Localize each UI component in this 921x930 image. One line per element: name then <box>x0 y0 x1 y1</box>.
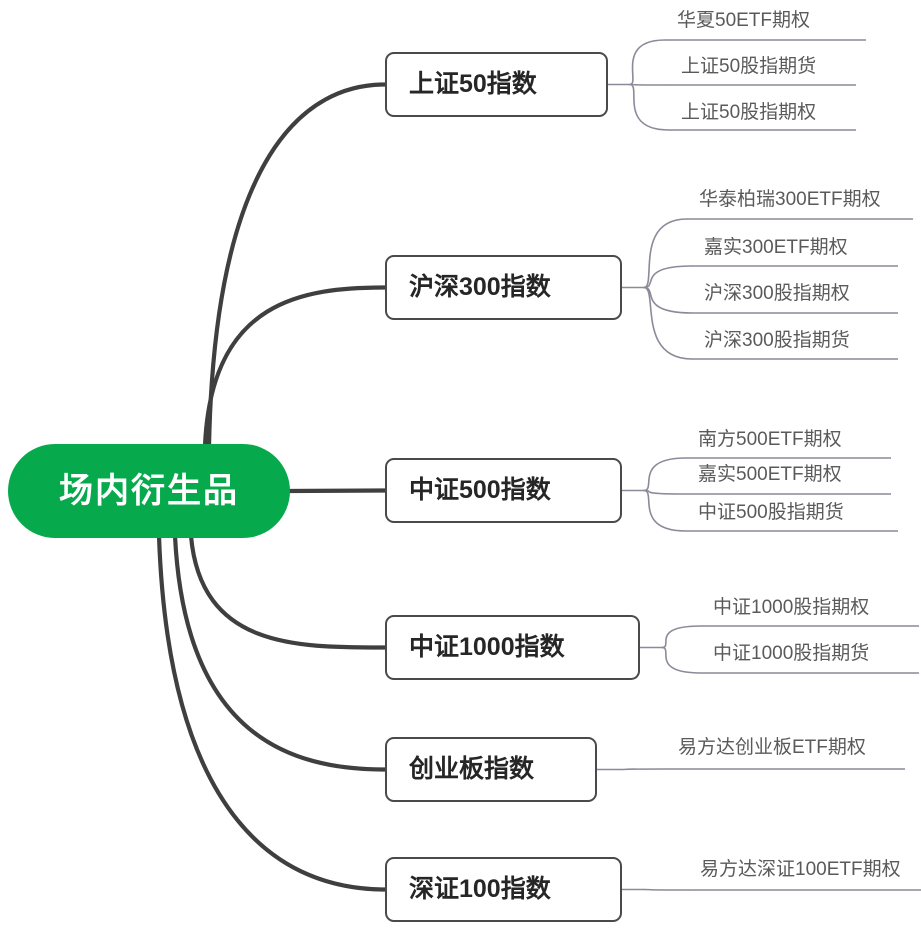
leaf-connector <box>661 625 702 649</box>
leaf-connector <box>629 39 666 86</box>
leaf-node-label[interactable]: 嘉实300ETF期权 <box>704 237 848 258</box>
root-node-label: 场内衍生品 <box>59 472 239 510</box>
leaf-connector <box>618 768 667 771</box>
leaf-node-label[interactable]: 上证50股指期权 <box>681 102 817 123</box>
branch-node-label: 中证1000指数 <box>409 633 565 661</box>
leaf-node-label[interactable]: 华泰柏瑞300ETF期权 <box>699 189 881 210</box>
leaf-connector <box>643 265 693 289</box>
leaf-connector <box>643 286 693 360</box>
leaf-node-label[interactable]: 中证1000股指期权 <box>713 597 870 618</box>
leaf-connector <box>643 888 689 891</box>
leaf-node-label[interactable]: 中证500股指期货 <box>698 502 844 523</box>
root-branch-connector <box>202 285 388 449</box>
branch-node-label: 创业板指数 <box>409 755 535 783</box>
leaf-node-label[interactable]: 中证1000股指期货 <box>713 643 870 664</box>
branch-node-1[interactable]: 上证50指数 <box>385 52 608 117</box>
leaf-connector <box>643 489 687 532</box>
leaf-node-label[interactable]: 沪深300股指期货 <box>704 330 850 351</box>
leaf-connector <box>629 83 670 131</box>
leaf-node-label[interactable]: 沪深300股指期权 <box>704 283 850 304</box>
leaf-node-label[interactable]: 嘉实500ETF期权 <box>698 464 842 485</box>
branch-node-5[interactable]: 创业板指数 <box>385 737 597 802</box>
root-branch-connector <box>156 533 388 892</box>
leaf-node-label[interactable]: 易方达深证100ETF期权 <box>700 859 901 880</box>
root-branch-connector <box>285 488 388 494</box>
leaf-connector <box>643 489 687 495</box>
branch-node-2[interactable]: 沪深300指数 <box>385 255 622 320</box>
branch-node-6[interactable]: 深证100指数 <box>385 857 622 922</box>
leaf-node-label[interactable]: 易方达创业板ETF期权 <box>678 737 866 758</box>
leaf-node-label[interactable]: 南方500ETF期权 <box>698 429 842 450</box>
root-branch-connector <box>172 533 388 772</box>
root-branch-connector <box>188 533 388 650</box>
branch-node-label: 上证50指数 <box>409 70 537 98</box>
root-node[interactable]: 场内衍生品 <box>8 444 290 538</box>
branch-node-4[interactable]: 中证1000指数 <box>385 615 640 680</box>
leaf-connector <box>643 457 687 492</box>
root-branch-connector <box>206 82 388 449</box>
branch-node-3[interactable]: 中证500指数 <box>385 458 622 523</box>
leaf-connector <box>629 83 670 86</box>
leaf-connector <box>643 218 688 289</box>
branch-node-label: 深证100指数 <box>409 875 551 903</box>
branch-node-label: 中证500指数 <box>409 476 551 504</box>
leaf-node-label[interactable]: 上证50股指期货 <box>681 56 817 77</box>
leaf-node-label[interactable]: 华夏50ETF期权 <box>677 10 811 31</box>
leaf-connector <box>661 646 702 674</box>
branch-node-label: 沪深300指数 <box>409 273 551 301</box>
